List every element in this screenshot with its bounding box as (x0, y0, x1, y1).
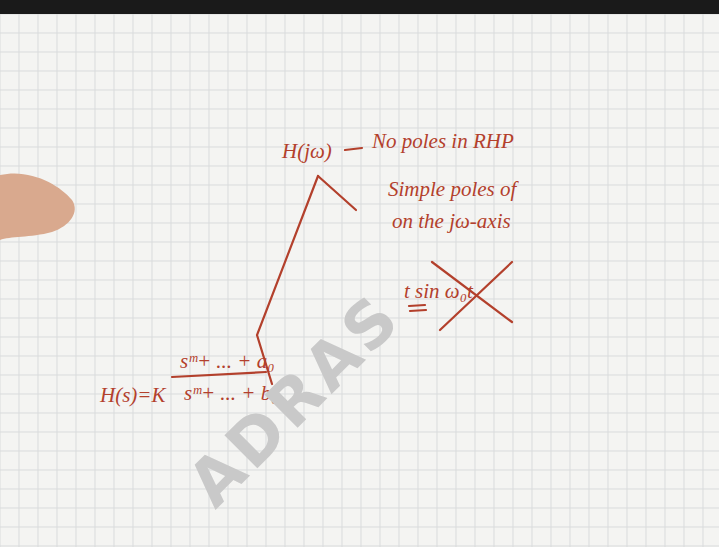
grid-lines (0, 14, 719, 547)
grid-line (0, 470, 719, 471)
grid-line (0, 204, 719, 205)
grid-line (0, 242, 719, 243)
top-edge (0, 0, 719, 14)
grid-line (0, 185, 719, 186)
transfer-function: H(jω) (282, 140, 332, 163)
double-underline (409, 305, 426, 311)
grid-line (0, 508, 719, 509)
grid-line (0, 223, 719, 224)
grid-line (0, 109, 719, 110)
grid-line (0, 166, 719, 167)
grid-line (0, 71, 719, 72)
note: No poles in RHP (372, 130, 514, 153)
equation: H(s)=K (100, 384, 166, 407)
grid-line (0, 489, 719, 490)
grid-line (0, 90, 719, 91)
note: Simple poles of (388, 178, 516, 201)
grid-line (0, 128, 719, 129)
grid-line (0, 432, 719, 433)
note: on the jω-axis (392, 210, 511, 233)
hand (0, 173, 75, 240)
grid-line (0, 52, 719, 53)
grid-line (0, 527, 719, 528)
dash (345, 148, 362, 150)
grid-line (0, 280, 719, 281)
tree-branch-right (318, 176, 356, 210)
grid-line (0, 33, 719, 34)
grid-line (0, 451, 719, 452)
crossed-term: t sin ω₀t (404, 280, 473, 303)
numerator: sᵐ+ ... + a₀ (180, 350, 275, 373)
grid-line (0, 546, 719, 547)
grid-line (0, 261, 719, 262)
grid-line (0, 413, 719, 414)
